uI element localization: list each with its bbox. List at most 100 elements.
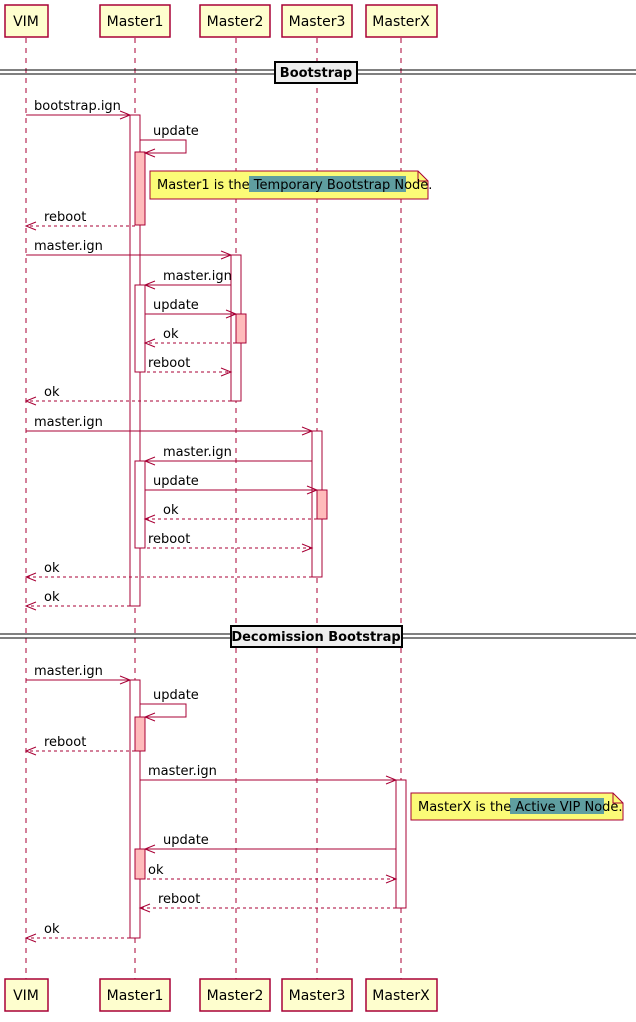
message-11: master.ign xyxy=(143,445,312,466)
participant-label: VIM xyxy=(13,14,39,30)
message-10: master.ign xyxy=(26,415,314,436)
participant-master2-top: Master2 xyxy=(199,4,271,38)
message-label: reboot xyxy=(158,892,200,907)
participant-label: Master2 xyxy=(207,14,264,30)
message-label: reboot xyxy=(44,735,86,750)
message-label: ok xyxy=(163,327,179,342)
note-temporary-bootstrap: Master1 is the Temporary Bootstrap Node. xyxy=(149,170,432,200)
arrowhead xyxy=(24,746,37,756)
activation-master1-nested xyxy=(134,151,146,226)
message-9: ok xyxy=(24,385,231,406)
message-label: bootstrap.ign xyxy=(34,99,121,114)
divider-label: Decomission Bootstrap xyxy=(231,630,400,645)
activation-master2-nested xyxy=(235,313,247,344)
message-label: master.ign xyxy=(34,664,103,679)
note-text: MasterX is the xyxy=(418,800,515,815)
participant-master1-bottom: Master1 xyxy=(99,978,171,1012)
note-text: Master1 is the xyxy=(157,178,254,193)
arrowhead xyxy=(24,933,37,943)
participant-label: Master3 xyxy=(289,988,346,1004)
message-3: reboot xyxy=(24,210,135,231)
message-22: ok xyxy=(135,863,398,884)
message-label: update xyxy=(153,124,199,139)
activation-master3-nested xyxy=(316,489,328,520)
arrowhead xyxy=(24,396,37,406)
note-text-end: . xyxy=(618,800,622,815)
participant-master2-bottom: Master2 xyxy=(199,978,271,1012)
message-label: ok xyxy=(148,863,164,878)
note-highlight xyxy=(510,798,604,814)
message-1: bootstrap.ign xyxy=(26,99,132,120)
note-highlight-text: Active VIP Node xyxy=(515,800,618,815)
arrowhead xyxy=(143,514,156,524)
participant-label: VIM xyxy=(13,988,39,1004)
participant-vim-top: VIM xyxy=(4,4,49,38)
message-label: master.ign xyxy=(148,764,217,779)
message-17: master.ign xyxy=(26,664,132,685)
message-label: ok xyxy=(44,590,60,605)
participant-masterx-top: MasterX xyxy=(365,4,438,38)
message-label: update xyxy=(153,298,199,313)
message-7: ok xyxy=(143,327,236,348)
activation-master1-decom-update xyxy=(134,848,146,880)
arrowhead xyxy=(143,456,156,466)
message-label: update xyxy=(163,833,209,848)
arrowhead xyxy=(385,775,398,785)
message-label: master.ign xyxy=(163,445,232,460)
participant-label: Master1 xyxy=(107,988,164,1004)
message-14: reboot xyxy=(135,532,314,553)
message-label: reboot xyxy=(148,356,190,371)
message-15: ok xyxy=(24,561,312,582)
arrowhead xyxy=(301,426,314,436)
participant-label: MasterX xyxy=(372,14,430,30)
message-label: update xyxy=(153,688,199,703)
arrowhead xyxy=(24,221,37,231)
svg-text:Master1 is the Temporary Boots: Master1 is the Temporary Bootstrap Node. xyxy=(157,178,432,193)
message-label: reboot xyxy=(44,210,86,225)
message-label: master.ign xyxy=(34,415,103,430)
message-label: reboot xyxy=(148,532,190,547)
message-2: update xyxy=(140,124,199,158)
arrowhead xyxy=(24,572,37,582)
arrowhead xyxy=(225,309,238,319)
message-18: update xyxy=(140,688,199,722)
message-label: ok xyxy=(44,561,60,576)
arrowhead xyxy=(301,543,314,553)
note-highlight xyxy=(249,176,406,192)
message-12: update xyxy=(145,474,319,495)
message-19: reboot xyxy=(24,735,135,756)
activation-master1-third xyxy=(134,460,146,549)
activation-master1-decom xyxy=(129,679,141,939)
message-5: master.ign xyxy=(143,269,232,290)
message-label: master.ign xyxy=(34,239,103,254)
arrowhead xyxy=(143,148,156,158)
message-line xyxy=(140,703,187,718)
participant-masterx-bottom: MasterX xyxy=(365,978,438,1012)
message-label: ok xyxy=(163,503,179,518)
participant-master3-bottom: Master3 xyxy=(281,978,353,1012)
arrowhead xyxy=(385,874,398,884)
arrowhead xyxy=(220,367,233,377)
arrowhead xyxy=(24,601,37,611)
message-6: update xyxy=(145,298,238,319)
arrowhead xyxy=(306,485,319,495)
note-active-vip: MasterX is the Active VIP Node. xyxy=(410,792,624,821)
arrowhead xyxy=(138,903,151,913)
arrowhead xyxy=(143,280,156,290)
message-label: ok xyxy=(44,385,60,400)
message-16: ok xyxy=(24,590,130,611)
divider-decomission: Decomission Bootstrap xyxy=(0,625,636,648)
participant-label: Master3 xyxy=(289,14,346,30)
activation-masterx xyxy=(395,779,407,909)
arrowhead xyxy=(119,675,132,685)
message-21: update xyxy=(143,833,396,854)
note-highlight-text: Temporary Bootstrap Node xyxy=(253,178,429,193)
message-24: ok xyxy=(24,922,130,943)
message-8: reboot xyxy=(135,356,233,377)
messages: bootstrap.ign update reboot master.ign maste… xyxy=(24,99,398,943)
arrowhead xyxy=(220,250,233,260)
message-13: ok xyxy=(143,503,317,524)
divider-label: Bootstrap xyxy=(280,66,352,81)
message-label: ok xyxy=(44,922,60,937)
